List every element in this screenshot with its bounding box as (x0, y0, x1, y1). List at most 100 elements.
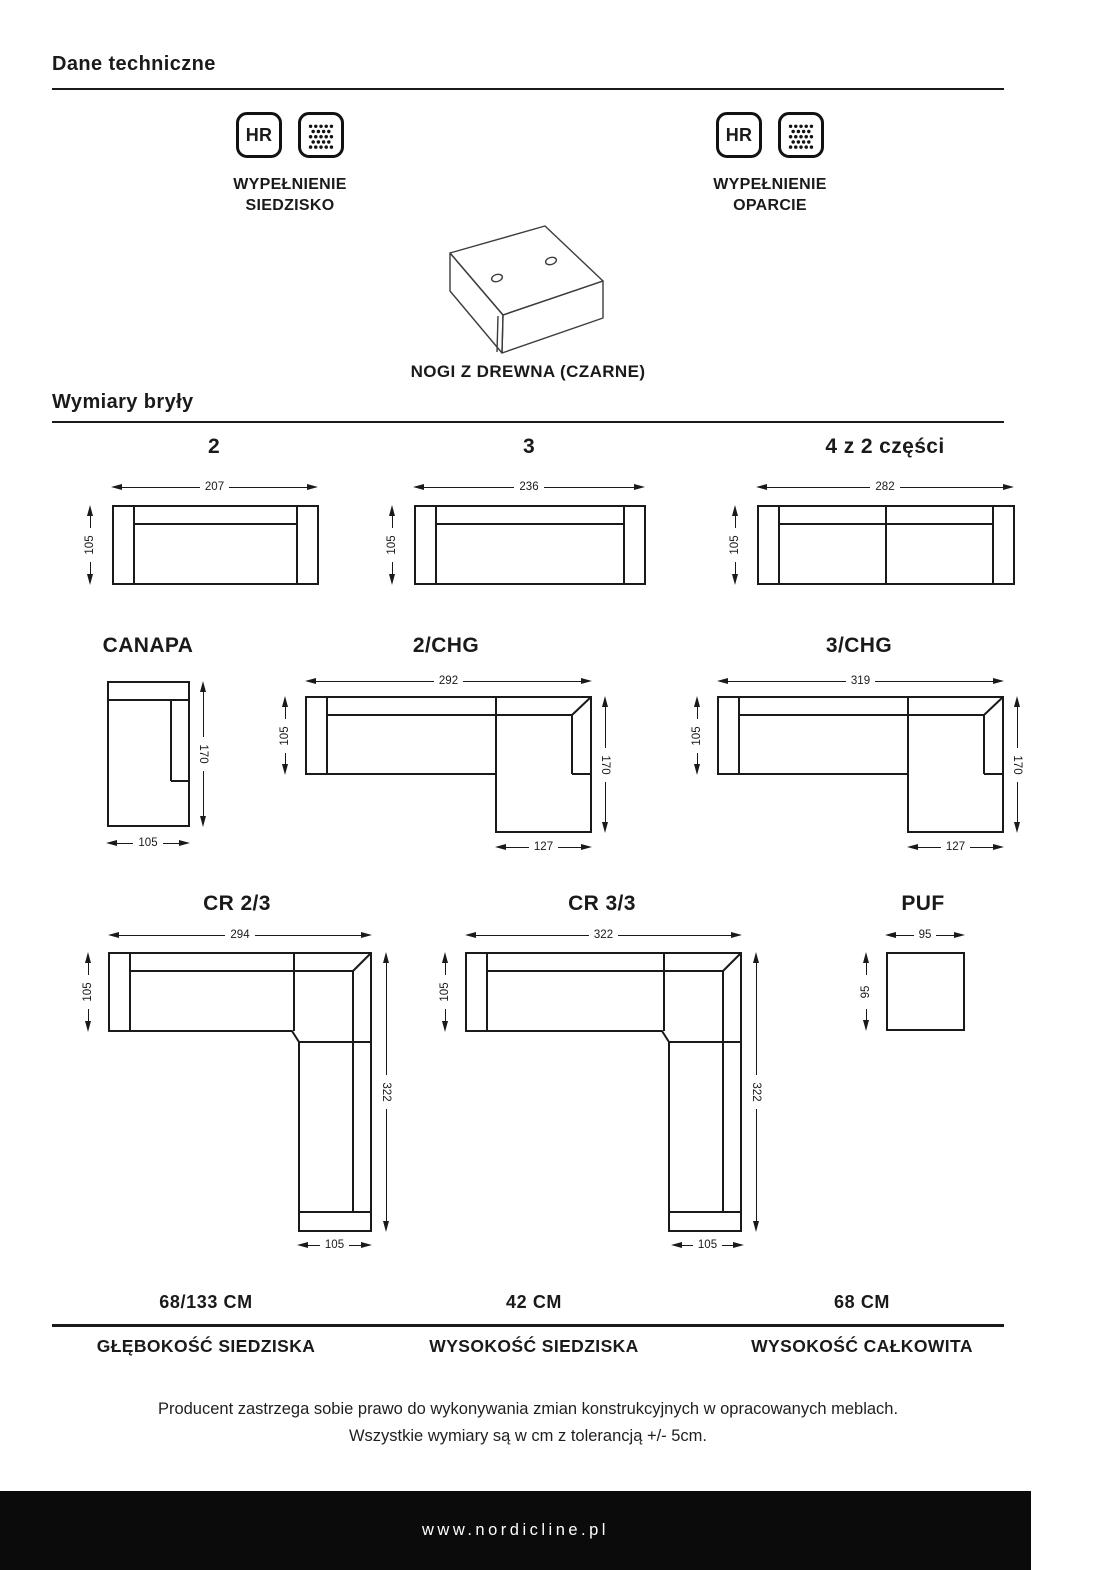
dim-label: 105 (324, 1239, 345, 1251)
dim-label: 105 (439, 982, 451, 1002)
canapa-drawing (107, 681, 190, 827)
filling-label-line1: WYPEŁNIENIE (713, 176, 827, 193)
dim-arm-cr23: 105 (297, 1239, 372, 1251)
dim-height-puf: 95 (860, 952, 872, 1031)
diagram-title-4: 4 z 2 części (825, 435, 945, 458)
leg-left-face (450, 253, 503, 353)
dim-width-cr33: 322 (465, 929, 742, 941)
stat-label-seat-height: WYSOKOŚĆ SIEDZISKA (429, 1336, 639, 1356)
dim-label: 105 (138, 837, 158, 849)
dim-label: 236 (519, 481, 539, 493)
filling-back-label: WYPEŁNIENIE OPARCIE (695, 174, 845, 216)
leg-screw-hole (545, 256, 558, 266)
footer-url: www.nordicline.pl (422, 1521, 609, 1539)
dim-label: 322 (593, 929, 614, 941)
dot-pattern (788, 124, 814, 149)
footer-bar: www.nordicline.pl (0, 1491, 1031, 1570)
dim-label: 127 (945, 841, 966, 853)
dim-width-canapa: 105 (106, 837, 190, 849)
dim-depth-cr33: 322 (750, 952, 762, 1232)
dim-label: 292 (438, 675, 459, 687)
dim-height-3chg: 105 (691, 696, 703, 775)
filling-label-line2: OPARCIE (733, 197, 807, 214)
dim-label: 105 (84, 535, 96, 555)
dim-width-3: 236 (413, 481, 645, 493)
stat-value-depth: 68/133 CM (159, 1292, 253, 1312)
sofa-2chg-drawing (305, 696, 592, 833)
filling-icons: HR (215, 112, 365, 158)
filling-icons: HR (695, 112, 845, 158)
section-rule (52, 421, 1004, 423)
hr-badge-label: HR (725, 124, 753, 145)
dim-label: 282 (875, 481, 895, 493)
sofa-outline (108, 682, 189, 826)
sofa-outline (109, 953, 371, 1231)
dim-width-4: 282 (756, 481, 1014, 493)
hr-badge-label: HR (245, 124, 273, 145)
dim-label: 170 (1011, 754, 1023, 775)
stat-label-total-height: WYSOKOŚĆ CAŁKOWITA (751, 1336, 973, 1356)
diagram-title-3chg: 3/CHG (825, 634, 893, 657)
dim-width-2: 207 (111, 481, 318, 493)
diagram-title-puf: PUF (901, 892, 945, 915)
diagram-title-2chg: 2/CHG (412, 634, 480, 657)
dim-label: 95 (918, 929, 932, 941)
dim-height-2: 105 (84, 505, 96, 585)
dim-height-cr33: 105 (439, 952, 451, 1032)
disclaimer-line2: Wszystkie wymiary są w cm z tolerancją +… (348, 1427, 708, 1445)
dim-label: 170 (197, 744, 209, 764)
diagram-title-3: 3 (522, 435, 536, 458)
filling-label-line1: WYPEŁNIENIE (233, 176, 347, 193)
dim-depth-2chg: 170 (599, 696, 611, 833)
dim-width-2chg: 292 (305, 675, 592, 687)
sofa-outline (415, 506, 645, 584)
dim-label: 105 (279, 725, 291, 746)
diagram-title-cr33: CR 3/3 (568, 892, 636, 915)
dim-label: 127 (533, 841, 554, 853)
sofa-cr23-drawing (108, 952, 372, 1232)
sofa-outline (466, 953, 741, 1231)
dim-depth-3chg: 170 (1011, 696, 1023, 833)
dim-label: 294 (230, 929, 250, 941)
dim-height-2chg: 105 (279, 696, 291, 775)
dot-pattern (308, 124, 334, 149)
dim-width-puf: 95 (885, 929, 966, 941)
leg-screw-hole (491, 273, 504, 283)
foam-dots-icon (778, 112, 824, 158)
dim-label: 105 (82, 982, 94, 1002)
disclaimer-line1: Producent zastrzega sobie prawo do wykon… (157, 1400, 899, 1418)
filling-seat-label: WYPEŁNIENIE SIEDZISKO (215, 174, 365, 216)
disclaimer: Producent zastrzega sobie prawo do wykon… (52, 1396, 1004, 1450)
sofa-2-drawing (112, 505, 319, 585)
hr-foam-icon: HR (236, 112, 282, 158)
puf-drawing (886, 952, 965, 1031)
dim-label: 105 (697, 1239, 718, 1251)
dim-label: 105 (386, 535, 398, 555)
sofa-outline (113, 506, 318, 584)
dim-height-cr23: 105 (82, 952, 94, 1032)
dim-width-3chg: 319 (717, 675, 1004, 687)
sofa-3-drawing (414, 505, 646, 585)
legs-caption: NOGI Z DREWNA (CZARNE) (410, 362, 646, 381)
diagram-title-cr23: CR 2/3 (203, 892, 271, 915)
stat-value-seat-height: 42 CM (505, 1292, 563, 1312)
dim-height-3: 105 (386, 505, 398, 585)
dim-label: 170 (599, 754, 611, 775)
sofa-4-drawing (757, 505, 1015, 585)
dim-label: 322 (380, 1082, 392, 1102)
filling-back-group: HR WYPEŁNIENIE OPARCIE (695, 112, 845, 216)
leg-front-face (502, 281, 603, 353)
dim-height-canapa: 170 (197, 681, 209, 827)
dim-label: 105 (691, 725, 703, 746)
sofa-outline (718, 697, 1003, 832)
leg-top-face (450, 226, 603, 315)
dim-width-cr23: 294 (108, 929, 372, 941)
section-title-dimensions: Wymiary bryły (52, 391, 194, 413)
dim-label: 322 (750, 1082, 762, 1102)
dim-label: 105 (729, 535, 741, 555)
stats-rule (52, 1324, 1004, 1327)
dim-label: 207 (204, 481, 225, 493)
foam-dots-icon (298, 112, 344, 158)
diagram-title-canapa: CANAPA (102, 634, 194, 657)
